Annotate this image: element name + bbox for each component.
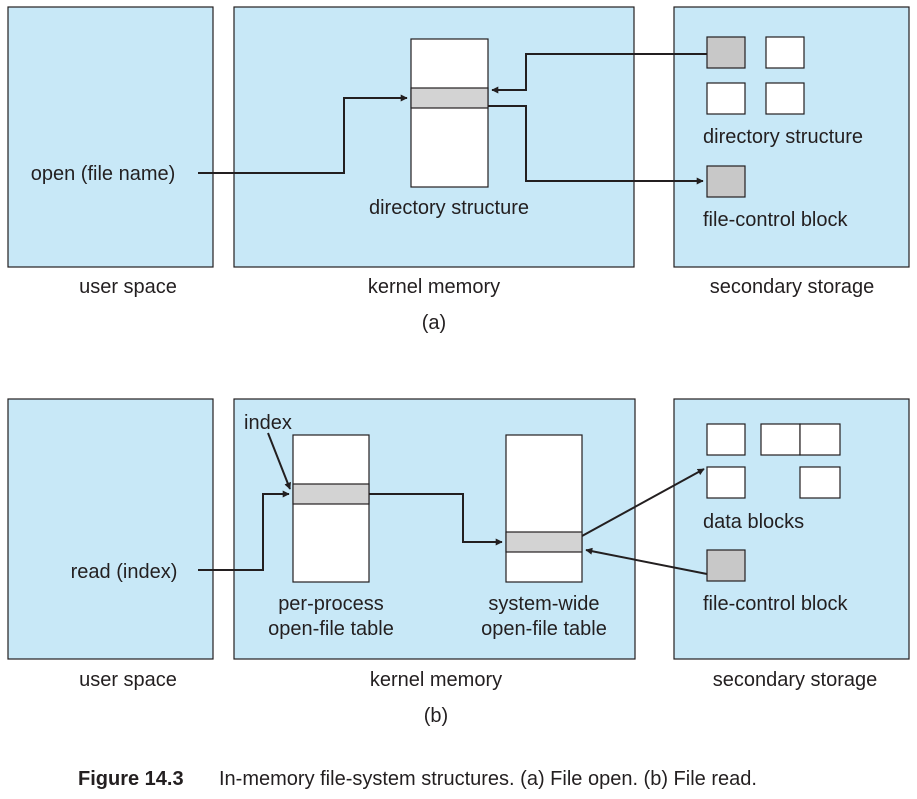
- part-a-diagram: open (file name) directory structure dir…: [7, 6, 910, 334]
- read-call-arrow: [198, 490, 290, 571]
- storage-fcb-label-a: file-control block: [703, 209, 849, 231]
- part-b-diagram: index read (index) per-process open-file…: [7, 398, 910, 727]
- kernel-memory-label-a: kernel memory: [368, 276, 500, 298]
- per-process-label-line1: per-process: [278, 593, 384, 615]
- user-space-panel-b: [7, 398, 214, 660]
- storage-fcb-label-b: file-control block: [703, 593, 849, 615]
- directory-entry-highlight: [410, 87, 489, 109]
- data-blocks-label: data blocks: [703, 511, 804, 533]
- file-control-block-a: [706, 165, 746, 198]
- data-block: [799, 466, 841, 499]
- fcb-to-system-table-arrow: [585, 547, 708, 575]
- per-process-open-file-table: [292, 434, 370, 583]
- open-call-label: open (file name): [31, 163, 176, 185]
- data-block: [799, 423, 841, 456]
- per-process-to-system-arrow: [369, 493, 503, 546]
- to-data-blocks-arrow: [581, 468, 705, 537]
- system-wide-entry-highlight: [505, 531, 583, 553]
- user-space-label-b: user space: [79, 669, 177, 691]
- figure-caption-text: In-memory file-system structures. (a) Fi…: [219, 768, 757, 790]
- storage-dir-block: [765, 82, 805, 115]
- data-block: [760, 423, 801, 456]
- system-wide-label-line1: system-wide: [488, 593, 599, 615]
- storage-dir-block: [706, 82, 746, 115]
- file-control-block-b: [706, 549, 746, 582]
- index-label: index: [244, 412, 292, 434]
- figure-number: Figure 14.3: [78, 768, 184, 790]
- index-pointer-arrow: [267, 432, 291, 490]
- per-process-label-line2: open-file table: [268, 618, 394, 640]
- figure-caption: Figure 14.3 In-memory file-system struct…: [78, 768, 757, 790]
- secondary-storage-label-a: secondary storage: [710, 276, 875, 298]
- open-call-arrow: [198, 94, 408, 174]
- user-space-label-a: user space: [79, 276, 177, 298]
- per-process-entry-highlight: [292, 483, 370, 505]
- fcb-lookup-arrow: [488, 105, 704, 185]
- data-block: [706, 423, 746, 456]
- storage-directory-label: directory structure: [703, 126, 863, 148]
- data-block: [706, 466, 746, 499]
- storage-dir-block: [765, 36, 805, 69]
- sub-caption-a: (a): [422, 312, 446, 334]
- sub-caption-b: (b): [424, 705, 448, 727]
- system-wide-label-line2: open-file table: [481, 618, 607, 640]
- directory-load-arrow: [491, 53, 707, 94]
- system-wide-open-file-table: [505, 434, 583, 583]
- secondary-storage-label-b: secondary storage: [713, 669, 878, 691]
- kernel-memory-label-b: kernel memory: [370, 669, 502, 691]
- storage-dir-block-gray: [706, 36, 746, 69]
- kernel-directory-label: directory structure: [369, 197, 529, 219]
- kernel-directory-table: [410, 38, 489, 188]
- user-space-panel-a: [7, 6, 214, 268]
- read-call-label: read (index): [71, 561, 178, 583]
